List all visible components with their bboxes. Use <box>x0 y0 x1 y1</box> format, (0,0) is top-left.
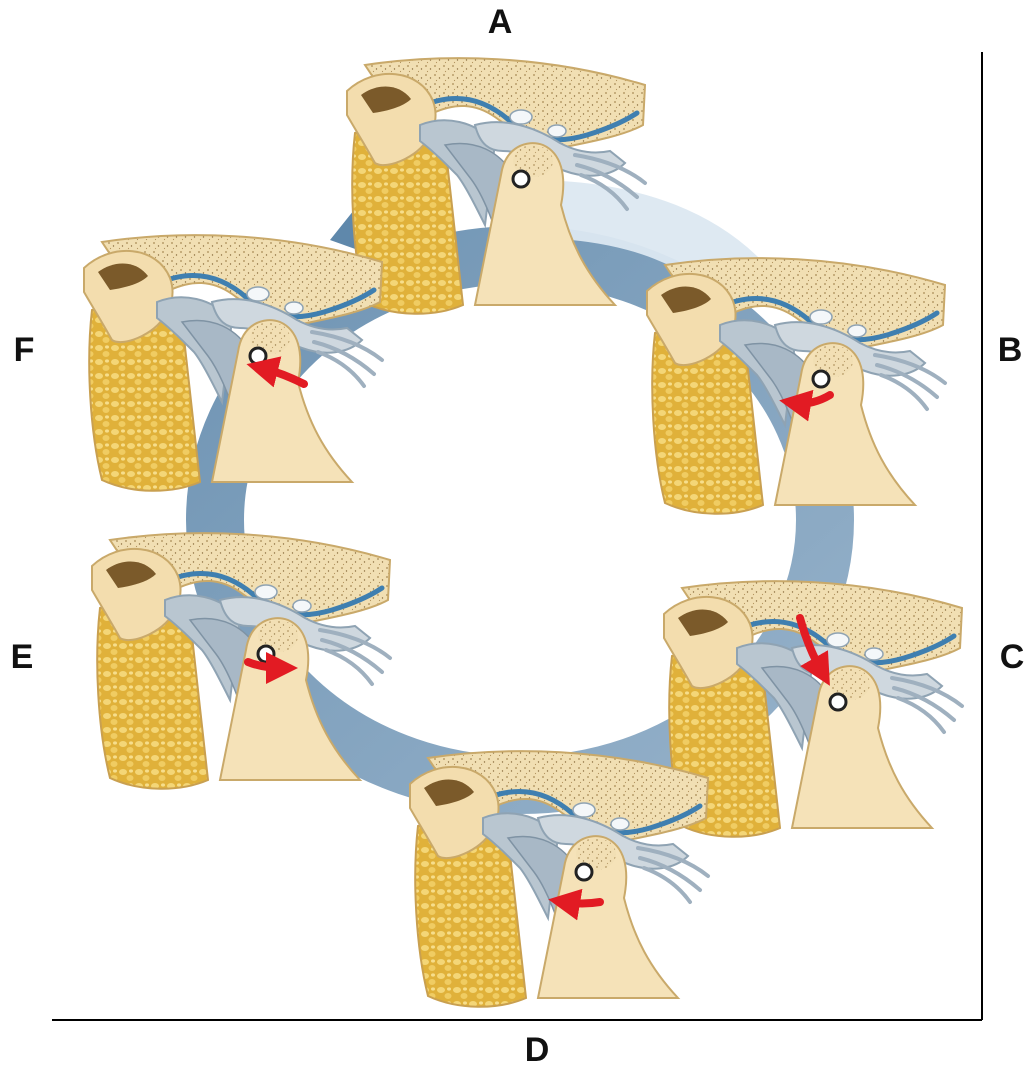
panel-label-f: F <box>14 333 35 367</box>
panel-c-tmj <box>664 581 962 837</box>
panel-d-tmj <box>410 751 708 1007</box>
panel-label-a: A <box>488 5 513 39</box>
panel-label-d: D <box>525 1033 550 1067</box>
panel-b-tmj <box>647 258 945 514</box>
panel-label-b: B <box>998 333 1023 367</box>
red-motion-arrow-icon <box>564 902 600 904</box>
panel-f-tmj <box>84 235 382 491</box>
panel-label-c: C <box>1000 640 1025 674</box>
panel-label-e: E <box>11 640 34 674</box>
